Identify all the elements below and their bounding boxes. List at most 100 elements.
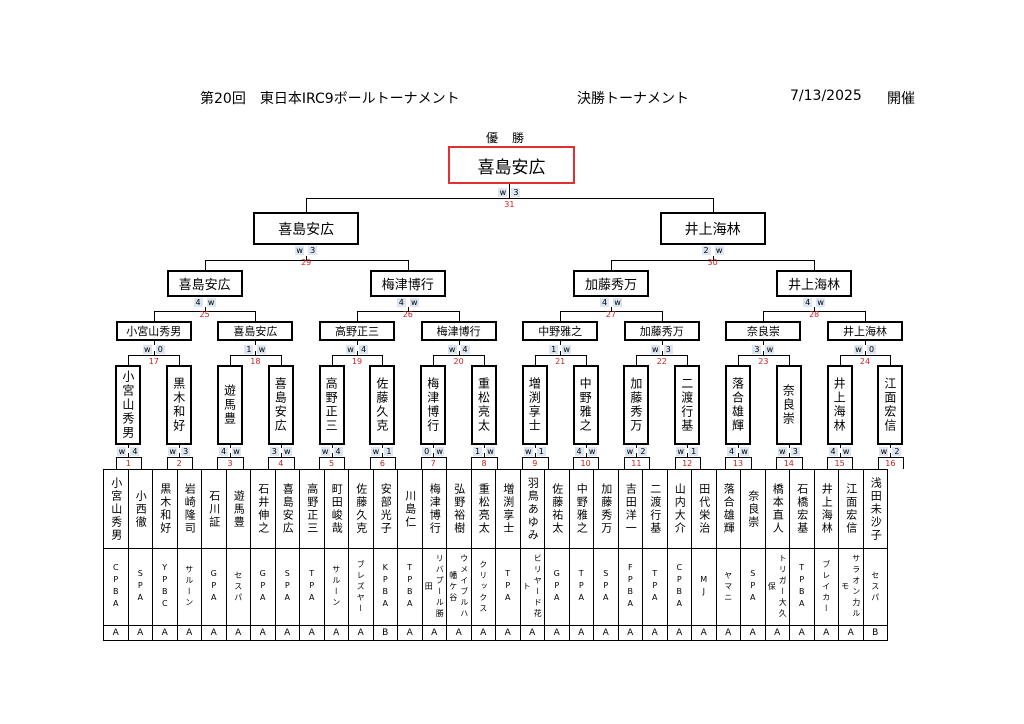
bracket-line xyxy=(560,351,562,355)
player-name: 小宮山秀男 xyxy=(103,469,129,549)
bracket-line xyxy=(839,355,892,356)
bracket-line xyxy=(801,457,803,469)
bracket-line xyxy=(699,457,701,469)
bracket-line xyxy=(204,260,206,270)
player-club: SPA xyxy=(593,548,619,626)
player-name: 井上海林 xyxy=(813,469,839,549)
player-club: サラオン力ルモ xyxy=(838,548,864,626)
bracket-subtitle: 決勝トーナメント xyxy=(577,91,689,107)
bracket-line xyxy=(217,457,244,458)
bracket-line xyxy=(357,311,358,321)
bracket-line xyxy=(865,341,866,345)
player-rank: A xyxy=(446,625,472,641)
player-club: MJ xyxy=(691,548,717,626)
bracket-line xyxy=(738,355,790,356)
round32-winner-box: 黒木和好 xyxy=(166,365,193,445)
bracket-line xyxy=(242,457,244,469)
bracket-line xyxy=(306,198,308,212)
bracket-line xyxy=(509,184,511,198)
bracket-line xyxy=(649,457,651,469)
player-rank: A xyxy=(617,625,643,641)
bracket-line xyxy=(204,260,409,261)
match-number: 11 xyxy=(631,459,642,468)
round16-winner-box: 加藤秀万 xyxy=(623,321,700,341)
bracket-line xyxy=(357,351,358,355)
bracket-line xyxy=(763,311,765,321)
match-number: 22 xyxy=(656,357,667,366)
bracket-line xyxy=(445,457,447,469)
player-rank: A xyxy=(176,625,202,641)
bracket-line xyxy=(407,307,409,311)
player-club: CPBA xyxy=(666,548,692,626)
bracket-line xyxy=(369,457,397,458)
match-number: 10 xyxy=(580,459,591,468)
bracket-line xyxy=(420,457,447,458)
round32-winner-box: 増渕享士 xyxy=(521,365,548,445)
bracket-line xyxy=(547,457,549,469)
bracket-line xyxy=(357,341,358,345)
player-rank: A xyxy=(838,625,864,641)
bracket-line xyxy=(357,311,460,312)
match-number: 30 xyxy=(707,258,718,267)
bracket-line xyxy=(204,307,206,311)
player-club: ビリヤード花ト xyxy=(519,548,545,626)
bracket-line xyxy=(890,445,892,448)
semifinal-winner-box-left: 喜島安広 xyxy=(253,212,360,245)
round32-winner-box: 重松亮太 xyxy=(471,365,497,445)
player-name: 小西徹 xyxy=(127,469,153,549)
bracket-line xyxy=(128,453,130,457)
bracket-line xyxy=(115,457,117,469)
bracket-line xyxy=(471,457,498,458)
bracket-line xyxy=(585,453,587,457)
player-club: SPA xyxy=(740,548,766,626)
player-club: SPA xyxy=(274,548,300,626)
match-number: 17 xyxy=(148,357,159,366)
bracket-line xyxy=(255,351,257,355)
bracket-line xyxy=(534,355,536,365)
bracket-line xyxy=(318,457,346,458)
bracket-line xyxy=(230,355,231,365)
player-rank: A xyxy=(666,625,692,641)
round16-winner-box: 中野雅之 xyxy=(522,321,599,341)
bracket-line xyxy=(306,256,308,260)
player-name: 重松亮太 xyxy=(470,469,496,549)
bracket-line xyxy=(636,355,689,356)
match-number: 8 xyxy=(481,459,487,468)
match-number: 18 xyxy=(250,357,261,366)
player-name: 石川証 xyxy=(201,469,227,549)
player-name: 二渡行基 xyxy=(642,469,668,549)
player-rank: A xyxy=(250,625,276,641)
player-name: 石井伸之 xyxy=(250,469,276,549)
player-club: ウメイブルハ幡ケ谷 xyxy=(446,548,472,626)
bracket-line xyxy=(369,457,371,469)
player-rank: A xyxy=(348,625,374,641)
player-club: セスパ xyxy=(862,548,888,626)
bracket-line xyxy=(280,445,282,448)
player-name: 加藤秀万 xyxy=(593,469,619,549)
bracket-line xyxy=(687,453,689,457)
bracket-line xyxy=(128,445,130,448)
bracket-line xyxy=(572,457,600,458)
player-table: 小宮山秀男小西徹黒木和好岩崎隆司石川証遊馬豊石井伸之喜島安広高野正三町田峻哉佐藤… xyxy=(103,469,888,641)
player-club: GPA xyxy=(544,548,570,626)
player-club: FPBA xyxy=(617,548,643,626)
bracket-line xyxy=(750,457,752,469)
quarterfinal-winner-box: 加藤秀万 xyxy=(573,270,649,297)
round16-winner-box: 喜島安広 xyxy=(217,321,294,341)
player-name: 梅津博行 xyxy=(421,469,447,549)
bracket-line xyxy=(471,457,473,469)
player-rank: A xyxy=(127,625,153,641)
bracket-line xyxy=(687,445,689,448)
match-number: 14 xyxy=(783,459,794,468)
